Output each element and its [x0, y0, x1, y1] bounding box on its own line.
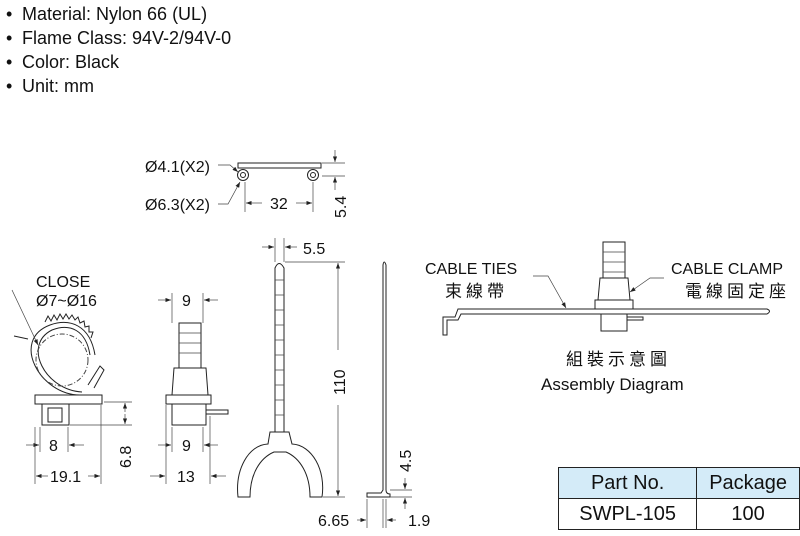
- dim-tie-4-5: 4.5: [398, 450, 415, 472]
- bullet: •: [6, 4, 13, 24]
- spec-unit: Unit: mm: [22, 76, 94, 96]
- dim-pitch: 32: [270, 196, 288, 213]
- cable-tie-side-view: 4.5 6.65 1.9: [318, 261, 430, 530]
- spec-item: • Flame Class: 94V-2/94V-0: [6, 26, 231, 50]
- label-cable-clamp-zh: 電線固定座: [685, 282, 790, 301]
- close-label: CLOSE: [36, 274, 90, 291]
- dim-tie-6-65: 6.65: [318, 513, 349, 530]
- dim-tie-length: 110: [332, 369, 349, 395]
- dim-hole-large: Ø6.3(X2): [145, 197, 210, 214]
- spec-item: • Unit: mm: [6, 74, 231, 98]
- cable-tie-front-view: 5.5 110: [237, 238, 349, 498]
- spec-material: Material: Nylon 66 (UL): [22, 4, 208, 24]
- clamp-front-view: CLOSE Ø7~Ø16 8 19.1 6.8: [11, 274, 135, 486]
- dim-side-13: 13: [177, 469, 195, 486]
- dim-tie-1-9: 1.9: [408, 513, 430, 530]
- spec-item: • Color: Black: [6, 50, 231, 74]
- spec-flame-class: Flame Class: 94V-2/94V-0: [22, 28, 232, 48]
- dim-height-top: 5.4: [333, 196, 350, 218]
- dim-side-bottom-9: 9: [182, 438, 191, 455]
- dim-clamp-6-8: 6.8: [118, 446, 135, 468]
- top-view: Ø4.1(X2) Ø6.3(X2) 32 5.4: [145, 150, 350, 218]
- dim-clamp-8: 8: [49, 438, 58, 455]
- package-table: Part No. Package SWPL-105 100: [557, 467, 800, 530]
- dim-clamp-19-1: 19.1: [50, 469, 81, 486]
- spec-item: • Material: Nylon 66 (UL): [6, 2, 231, 26]
- spec-list: • Material: Nylon 66 (UL) • Flame Class: 9…: [6, 2, 231, 98]
- dim-side-top-9: 9: [182, 293, 191, 310]
- bullet: •: [6, 76, 13, 96]
- bullet: •: [6, 28, 13, 48]
- label-cable-clamp: CABLE CLAMP: [671, 261, 783, 278]
- table-row: SWPL-105 100: [557, 498, 800, 530]
- dim-tie-width: 5.5: [303, 241, 325, 258]
- assembly-title: Assembly Diagram: [541, 375, 684, 394]
- bullet: •: [6, 52, 13, 72]
- header-package: Package: [696, 467, 800, 499]
- label-cable-ties-zh: 束線帶: [445, 282, 508, 301]
- close-range: Ø7~Ø16: [36, 293, 97, 310]
- header-part-no: Part No.: [557, 467, 698, 499]
- cell-part-no: SWPL-105: [557, 498, 698, 530]
- spec-color: Color: Black: [22, 52, 120, 72]
- assembly-title-zh: 組裝示意圖: [566, 350, 671, 369]
- clamp-side-view: 9 9 13: [150, 293, 229, 486]
- cell-package: 100: [696, 498, 800, 530]
- label-cable-ties: CABLE TIES: [425, 261, 517, 278]
- assembly-diagram: CABLE TIES 束線帶 CABLE CLAMP 電線固定座 組裝示意圖 A…: [425, 241, 790, 394]
- dim-hole-small: Ø4.1(X2): [145, 159, 210, 176]
- table-header-row: Part No. Package: [557, 467, 800, 499]
